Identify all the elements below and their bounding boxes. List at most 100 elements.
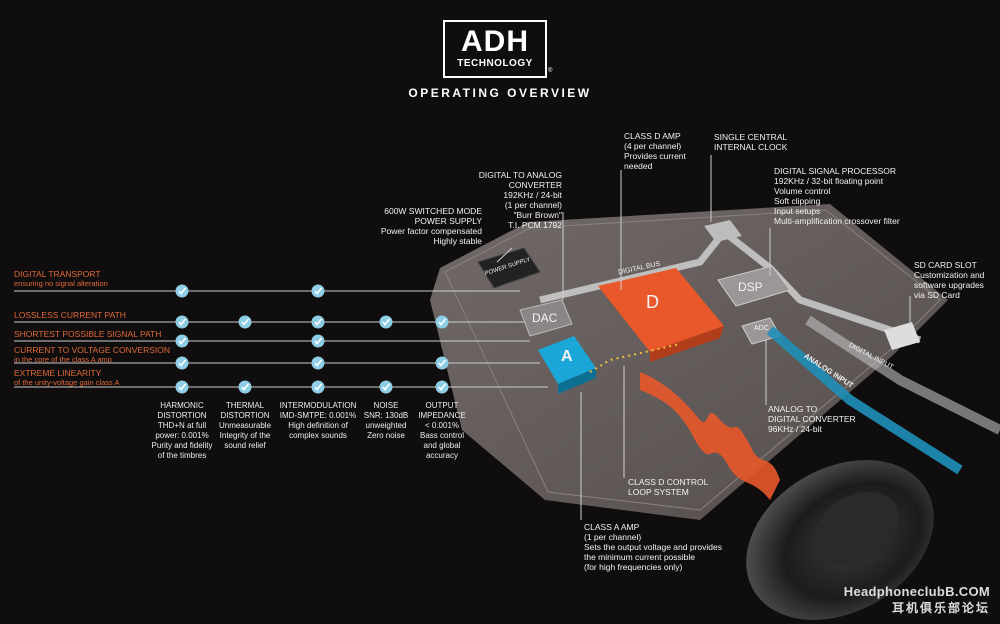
criterion-output-impedance: OUTPUT IMPEDANCE < 0.001% Bass control a… — [402, 401, 482, 461]
criterion-line: INTERMODULATION — [279, 401, 357, 410]
check-icon — [238, 315, 252, 329]
callout-loop: CLASS D CONTROL LOOP SYSTEM — [628, 477, 708, 497]
class-d-block — [598, 268, 724, 352]
criterion-thermal: THERMAL DISTORTION Unmeasurable Integrit… — [205, 401, 285, 451]
callout-class-a-line: the minimum current possible — [584, 552, 696, 562]
callout-clock-line: INTERNAL CLOCK — [714, 142, 788, 152]
criterion-line: Integrity of the — [219, 431, 271, 440]
callout-sd-line: via SD Card — [914, 290, 960, 300]
callout-dac-line: (1 per channel) — [504, 200, 562, 210]
signal-wave — [640, 372, 780, 500]
adh-logo: ADH TECHNOLOGY — [443, 20, 547, 78]
callout-dsp-line: Soft clipping — [774, 196, 821, 206]
logo-registered: ® — [548, 68, 553, 74]
callout-clock-line: SINGLE CENTRAL — [714, 132, 788, 142]
criterion-noise: NOISE SNR: 130dB unweighted Zero noise — [346, 401, 426, 441]
callout-dsp-line: 192KHz / 32-bit floating point — [774, 176, 884, 186]
callout-class-d-line: Provides current — [624, 151, 686, 161]
callout-dsp-line: Multi-amplification crossover filter — [774, 216, 900, 226]
callout-sd-line: Customization and — [914, 270, 985, 280]
callout-adc-title: DIGITAL CONVERTER — [768, 414, 856, 424]
circuit-board — [430, 204, 948, 520]
check-icon — [175, 315, 189, 329]
criterion-line: NOISE — [373, 401, 399, 410]
feature-sub: ensuring no signal alteration — [14, 279, 108, 288]
check-icon — [311, 315, 325, 329]
criterion-line: Zero noise — [367, 431, 405, 440]
watermark-cn: 耳机俱乐部论坛 — [891, 601, 990, 615]
adc-label: ADC — [754, 325, 769, 332]
callout-class-d-title: CLASS D AMP — [624, 131, 681, 141]
feature-title: EXTREME LINEARITY — [14, 368, 102, 378]
feature-row: DIGITAL TRANSPORT ensuring no signal alt… — [14, 269, 108, 289]
callout-psu: 600W SWITCHED MODE POWER SUPPLY Power fa… — [366, 206, 482, 246]
feature-sub: of the unity-voltage gain class A — [14, 378, 120, 387]
check-icon — [311, 284, 325, 298]
callout-psu-title: POWER SUPPLY — [414, 216, 482, 226]
callout-psu-title: 600W SWITCHED MODE — [384, 206, 482, 216]
criterion-line: DISTORTION — [220, 411, 270, 420]
criterion-line: HARMONIC — [160, 401, 204, 410]
check-icon — [175, 284, 189, 298]
callout-dac-line: "Burr Brown" — [513, 210, 562, 220]
callout-clock: SINGLE CENTRAL INTERNAL CLOCK — [714, 132, 787, 152]
check-icon — [435, 380, 449, 394]
feature-row: CURRENT TO VOLTAGE CONVERSION in the cor… — [14, 346, 170, 365]
callout-class-a: CLASS A AMP (1 per channel) Sets the out… — [584, 522, 722, 572]
loop-path — [589, 343, 681, 373]
callout-adc: ANALOG TO DIGITAL CONVERTER 96KHz / 24-b… — [768, 404, 856, 434]
clock-block — [704, 220, 742, 242]
callout-class-d-line: (4 per channel) — [624, 141, 682, 151]
check-icon — [238, 380, 252, 394]
dsp-label: DSP — [738, 280, 763, 294]
feature-row: LOSSLESS CURRENT PATH — [14, 311, 126, 320]
feature-title: LOSSLESS CURRENT PATH — [14, 310, 126, 320]
criterion-line: THERMAL — [225, 401, 265, 410]
criterion-line: accuracy — [425, 451, 458, 460]
callout-psu-line: Highly stable — [433, 236, 482, 246]
criterion-line: SNR: 130dB — [363, 411, 409, 420]
callout-loop-line: LOOP SYSTEM — [628, 487, 689, 497]
criterion-line: OUTPUT — [425, 401, 459, 410]
dac-label: DAC — [532, 311, 558, 325]
callout-class-a-line: (for high frequencies only) — [584, 562, 683, 572]
callout-dsp-title: DIGITAL SIGNAL PROCESSOR — [774, 166, 897, 176]
callout-adc-title: ANALOG TO — [768, 404, 818, 414]
check-icon — [379, 380, 393, 394]
criterion-intermodulation: INTERMODULATION IMD-SMTPE: 0.001% High d… — [272, 401, 364, 441]
check-icon — [311, 380, 325, 394]
callout-dsp: DIGITAL SIGNAL PROCESSOR 192KHz / 32-bit… — [774, 166, 900, 226]
feature-title: DIGITAL TRANSPORT — [14, 269, 101, 279]
criterion-line: unweighted — [365, 421, 407, 430]
callout-dsp-line: Volume control — [774, 186, 831, 196]
callout-sd: SD CARD SLOT Customization and software … — [914, 260, 984, 300]
sd-card — [884, 322, 920, 350]
criterion-line: of the timbres — [157, 451, 207, 460]
callout-dsp-line: Input setups — [774, 206, 821, 216]
power-supply-block — [477, 247, 541, 289]
callout-dac-title: DIGITAL TO ANALOG CONVERTER — [478, 170, 562, 190]
check-icon — [311, 334, 325, 348]
criterion-line: complex sounds — [289, 431, 347, 440]
feature-row: SHORTEST POSSIBLE SIGNAL PATH — [14, 330, 161, 339]
feature-title: SHORTEST POSSIBLE SIGNAL PATH — [14, 329, 162, 339]
dsp-block — [717, 265, 791, 307]
logo-brand: ADH — [461, 25, 529, 58]
callout-class-a-title: CLASS A AMP — [584, 522, 640, 532]
feature-sub: in the core of the class A amp — [14, 355, 112, 364]
criterion-line: Unmeasurable — [218, 421, 272, 430]
callout-psu-line: Power factor compensated — [380, 226, 482, 236]
digital-bus — [539, 227, 922, 344]
callout-loop-line: CLASS D CONTROL — [628, 477, 709, 487]
criterion-line: DISTORTION — [157, 411, 207, 420]
check-icon — [175, 380, 189, 394]
check-icon — [435, 356, 449, 370]
criterion-line: < 0.001% — [424, 421, 460, 430]
criterion-line: and global — [423, 441, 461, 450]
criterion-line: Bass control — [419, 431, 465, 440]
criterion-line: IMPEDANCE — [418, 411, 466, 420]
check-marks — [175, 284, 449, 394]
callout-dac-line: T.I. PCM 1792 — [508, 220, 562, 230]
callout-dac: DIGITAL TO ANALOG CONVERTER 192KHz / 24-… — [426, 170, 562, 230]
